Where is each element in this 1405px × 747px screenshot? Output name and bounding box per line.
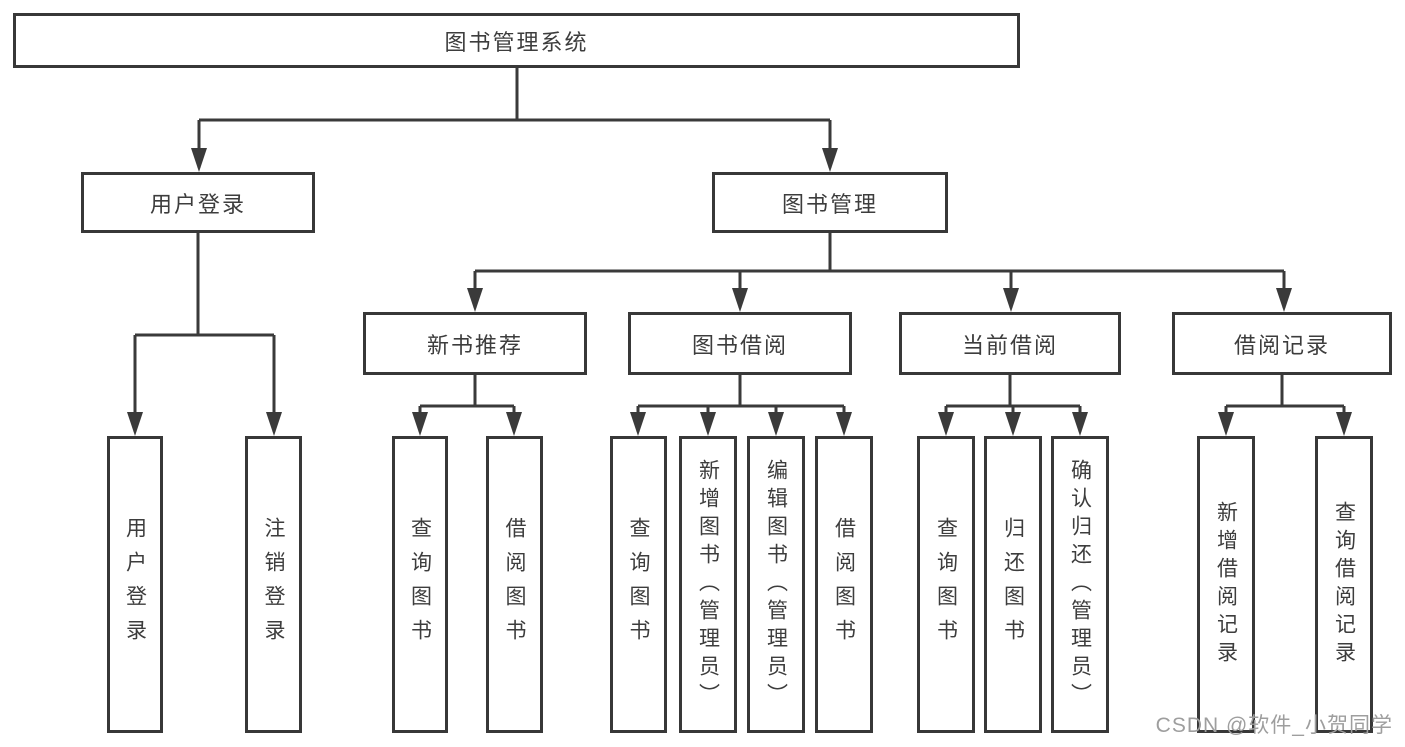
arrowhead [700,412,716,436]
leaf-add-borrow-record: 新增借阅记录 [1197,436,1255,733]
leaf-logout: 注销登录 [245,436,302,733]
leaf-borrow-books: 借阅图书 [815,436,873,733]
leaf-query-books-borrowing: 查询图书 [610,436,667,733]
arrowhead [938,412,954,436]
arrowhead [1072,412,1088,436]
connector-records-to-leaves [1224,375,1346,432]
leaf-add-book-admin: 新增图书（管理员） [679,436,737,733]
connector-userlogin-to-leaves [133,233,276,432]
arrowhead [1005,412,1021,436]
connector-borrowing-to-leaves [636,375,846,432]
arrowheads [127,148,1352,436]
leaf-query-books-current: 查询图书 [917,436,975,733]
arrowhead [1276,288,1292,312]
leaf-return-books: 归还图书 [984,436,1042,733]
arrowhead [1218,412,1234,436]
arrowhead [1336,412,1352,436]
leaf-query-borrow-record: 查询借阅记录 [1315,436,1373,733]
node-user-login: 用户登录 [81,172,315,233]
arrowhead [1003,288,1019,312]
node-new-book-recommend: 新书推荐 [363,312,587,375]
leaf-query-books-recommend: 查询图书 [392,436,448,733]
node-book-borrowing: 图书借阅 [628,312,852,375]
arrowhead [822,148,838,172]
arrowhead [266,412,282,436]
arrowhead [467,288,483,312]
leaf-confirm-return-admin: 确认归还（管理员） [1051,436,1109,733]
csdn-watermark: CSDN @软件_小贺同学 [1155,714,1393,737]
leaf-user-login: 用户登录 [107,436,163,733]
node-root-system: 图书管理系统 [13,13,1020,68]
node-book-management: 图书管理 [712,172,948,233]
arrowhead [768,412,784,436]
connector-root-to-level2 [197,68,832,168]
connector-bookmgmt-to-level3 [473,233,1286,308]
arrowhead [127,412,143,436]
node-borrowing-records: 借阅记录 [1172,312,1392,375]
arrowhead [630,412,646,436]
leaf-edit-book-admin: 编辑图书（管理员） [747,436,805,733]
node-current-borrowing: 当前借阅 [899,312,1121,375]
arrowhead [506,412,522,436]
arrowhead [412,412,428,436]
arrowhead [732,288,748,312]
arrowhead [836,412,852,436]
connector-newbooks-to-leaves [418,375,516,432]
arrowhead [191,148,207,172]
leaf-borrow-books-recommend: 借阅图书 [486,436,543,733]
